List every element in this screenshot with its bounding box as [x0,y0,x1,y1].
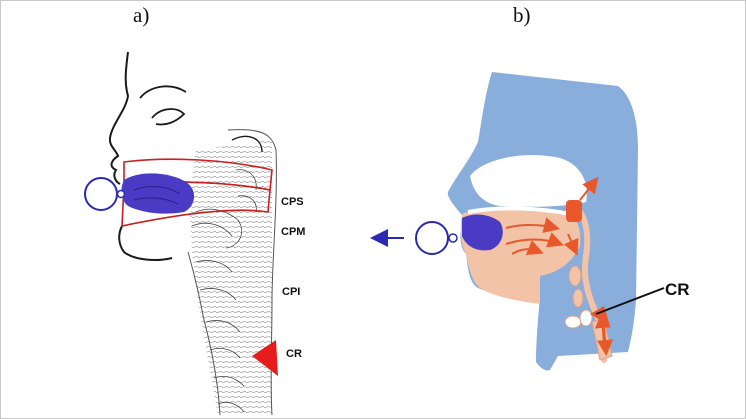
larynx-oval [579,309,593,327]
face-profile-outline [108,51,130,185]
ring-icon [84,177,118,211]
tongue-shape-b [462,214,503,251]
chin-outline [118,225,173,261]
label-cpi: CPI [282,286,300,298]
label-cr-a: CR [286,348,302,360]
tongue-contour [133,197,179,205]
brow-outline [139,85,187,99]
airflow-arrow [505,217,560,233]
panel-a-label: a) [133,3,149,27]
airflow-arrow [597,327,613,356]
airflow-arrow [511,240,544,255]
cr-muscle-block [566,200,582,222]
cr-leader-line [595,287,665,315]
hard-palate-line [467,206,571,216]
panel-b: b) CR [370,3,690,371]
airflow-arrow [563,233,579,256]
label-cpm: CPM [281,226,305,238]
pharyngeal-muscle-sketch [190,140,272,415]
airflow-arrow [505,232,564,248]
label-cps: CPS [281,196,304,208]
larynx-oval [564,315,582,329]
airflow-arrow [594,312,611,345]
ring-connector-icon [448,233,458,243]
muscle-contours [191,169,257,413]
panel-b-label: b) [513,3,531,27]
larynx-oval [568,265,582,287]
ring-connector-icon [116,189,126,199]
nasal-cavity [470,155,587,207]
label-cr-b: CR [665,280,690,299]
larynx-oval [572,288,584,308]
eye-outline [151,108,186,126]
tongue-shape [121,173,195,214]
panel-a: a) [84,3,305,416]
tongue-contour [133,186,181,195]
ring-icon [415,221,449,255]
cr-muscle-triangle [252,340,278,376]
airflow-arrow [579,176,599,201]
